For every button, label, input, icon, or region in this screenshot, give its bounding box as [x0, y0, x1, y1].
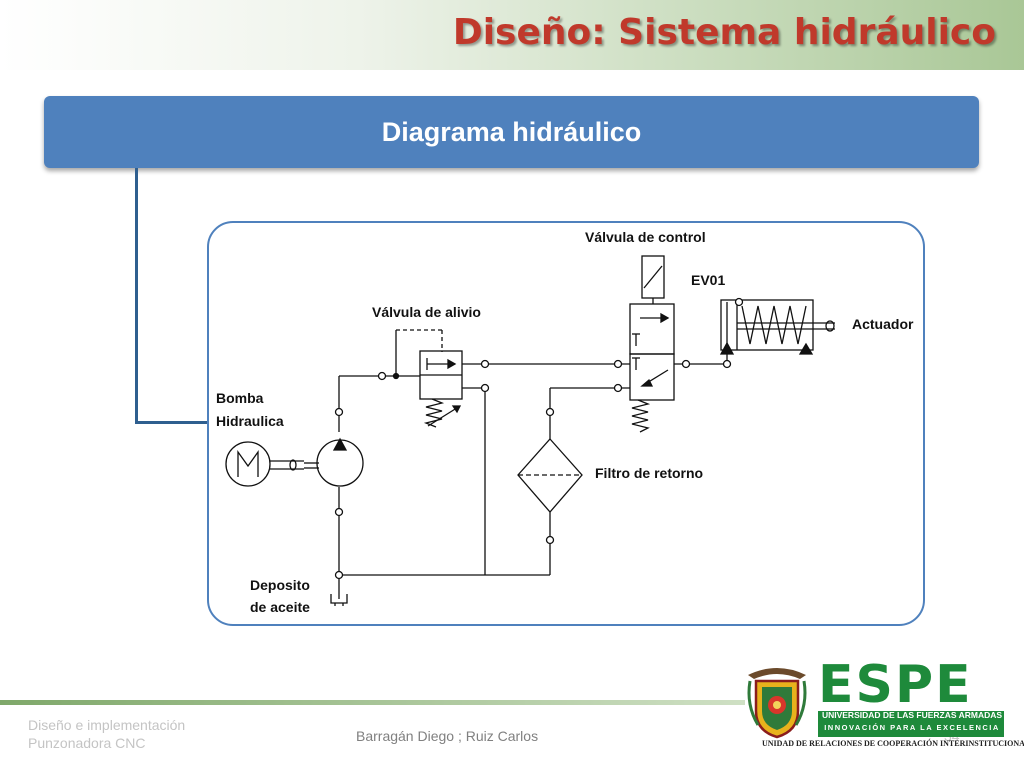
label-ev01: EV01	[691, 272, 725, 288]
connector-line-vertical	[135, 168, 138, 424]
port-markers	[334, 297, 744, 580]
espe-unit-name: UNIDAD DE RELACIONES DE COOPERACIÓN INTE…	[762, 739, 1024, 748]
espe-university-name: UNIVERSIDAD DE LAS FUERZAS ARMADAS	[821, 710, 1003, 720]
hydraulic-pump-symbol	[316, 437, 364, 487]
label-control-valve: Válvula de control	[585, 229, 706, 245]
footer-divider	[0, 700, 745, 705]
footer-course-info: Diseño e implementación Punzonadora CNC	[28, 716, 228, 752]
hydraulic-diagram: Válvula de control EV01 Válvula de alivi…	[216, 229, 914, 615]
espe-motto: INNOVACIÓN PARA LA EXCELENCIA	[824, 723, 1000, 732]
return-filter-symbol	[517, 438, 583, 513]
slide-title: Diseño: Sistema hidráulico	[452, 12, 996, 53]
label-relief-valve: Válvula de alivio	[372, 304, 481, 320]
relief-valve-symbol	[419, 350, 463, 428]
label-pump-line1: Bomba	[216, 390, 264, 406]
actuator-cylinder-symbol	[719, 299, 835, 355]
espe-banner	[818, 711, 1004, 737]
footer-course-line2: Punzonadora CNC	[28, 735, 146, 751]
footer-course-line1: Diseño e implementación	[28, 717, 186, 733]
connector-line-horizontal	[135, 421, 209, 424]
hydraulic-diagram-frame: Válvula de control EV01 Válvula de alivi…	[207, 221, 925, 626]
diagram-header-label: Diagrama hidráulico	[381, 116, 642, 147]
espe-logo: ESPE UNIVERSIDAD DE LAS FUERZAS ARMADAS …	[740, 655, 1024, 750]
label-actuator: Actuador	[852, 316, 914, 332]
espe-wordmark: ESPE	[818, 655, 973, 715]
diagram-header-bar: Diagrama hidráulico	[44, 96, 979, 168]
top-band	[0, 0, 1024, 70]
electric-motor-symbol	[225, 441, 304, 487]
label-pump-line2: Hidraulica	[216, 413, 284, 429]
university-crest-icon	[747, 668, 807, 739]
pipe-network	[304, 302, 728, 599]
label-return-filter: Filtro de retorno	[595, 465, 703, 481]
label-tank-line1: Deposito	[250, 577, 310, 593]
footer-authors: Barragán Diego ; Ruiz Carlos	[356, 728, 539, 744]
control-valve-symbol	[629, 255, 675, 433]
label-tank-line2: de aceite	[250, 599, 310, 615]
oil-tank-symbol	[330, 594, 348, 606]
